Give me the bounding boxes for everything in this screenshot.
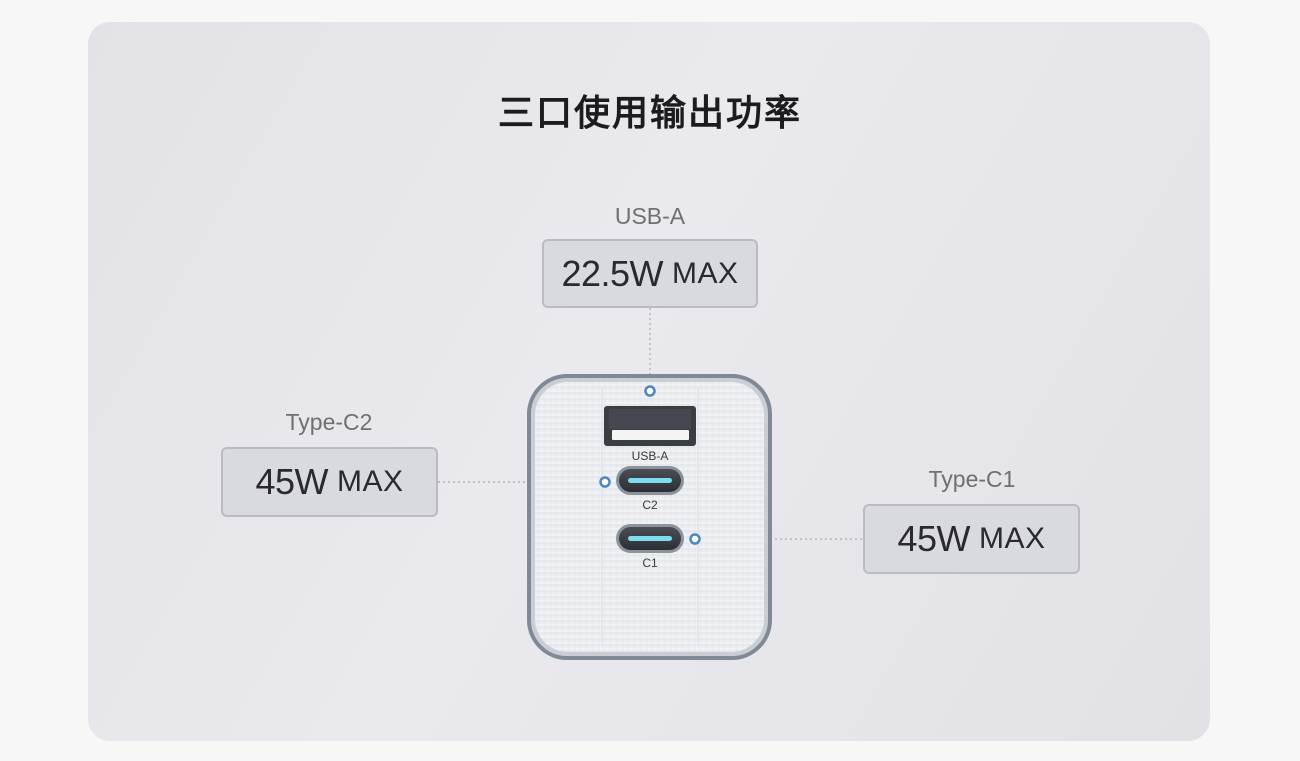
charger-body-face (535, 382, 764, 652)
type-c1-power-box: 45W MAX (863, 504, 1080, 574)
usb-a-port-icon (604, 406, 696, 446)
type-c2-port-name: Type-C2 (285, 409, 373, 435)
usb-a-port-name: USB-A (614, 203, 686, 229)
usb-a-power-box: 22.5W MAX (542, 239, 758, 308)
c2-port-icon (616, 466, 684, 495)
usb-a-power-value: 22.5W (561, 252, 664, 294)
usb-a-power-unit: MAX (672, 256, 739, 290)
charger-usb-a-label: USB-A (631, 449, 669, 463)
c1-port-icon (616, 524, 684, 553)
c1-connector-dot (689, 533, 701, 545)
type-c2-power-box: 45W MAX (221, 447, 438, 517)
type-c2-power-unit: MAX (337, 465, 404, 498)
page-title: 三口使用输出功率 (497, 93, 802, 134)
type-c1-power-value: 45W (897, 518, 970, 559)
charger-c1-label: C1 (642, 556, 658, 570)
usb-a-connector-dot (644, 385, 656, 397)
charger-c2-label: C2 (642, 498, 658, 512)
type-c1-power-unit: MAX (979, 522, 1046, 555)
type-c1-port-name: Type-C1 (928, 466, 1016, 492)
c2-connector-dot (599, 476, 611, 488)
type-c2-power-value: 45W (255, 461, 328, 502)
